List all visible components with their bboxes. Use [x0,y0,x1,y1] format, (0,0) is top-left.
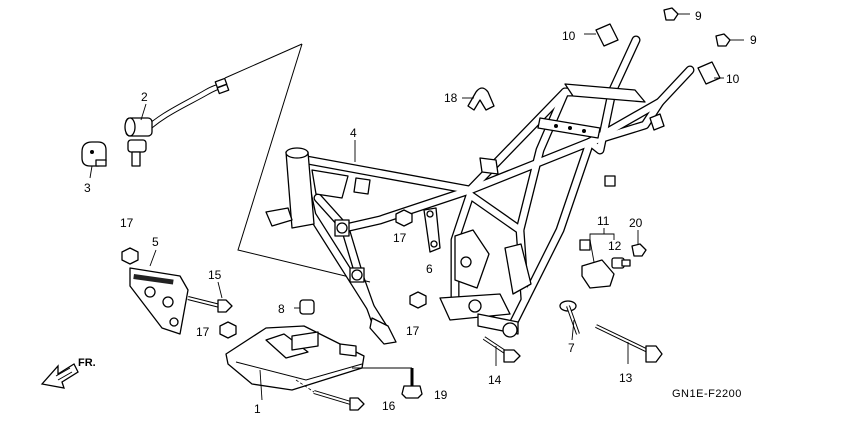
callout-1: 1 [254,402,261,416]
bolt-19-part [352,367,423,399]
engine-hanger-plate-part [129,249,189,335]
side-bracket-parts [581,228,647,289]
front-direction-label: FR. [78,357,96,369]
callout-8: 8 [278,302,285,316]
callout-17-lower: 17 [406,324,420,338]
callout-17-hanger: 17 [120,216,134,230]
callout-15: 15 [208,268,222,282]
callout-18: 18 [444,91,458,105]
callout-10-left: 10 [562,29,576,43]
callout-4: 4 [350,126,357,140]
callout-9-lower: 9 [750,33,757,47]
main-frame-part [265,35,695,345]
callout-5: 5 [152,235,159,249]
callout-10-right: 10 [726,72,740,86]
callout-labels: 1 2 3 4 5 6 7 8 9 9 10 10 11 12 13 14 15… [84,9,757,416]
rubber-mount-part [294,299,315,315]
diagram-code: GN1E-F2200 [672,388,742,400]
callout-17-skid: 17 [196,325,210,339]
callout-16: 16 [382,399,396,413]
bolt-16-part [295,379,365,411]
flange-nut-parts [121,209,427,339]
bolt-15-part [187,281,233,313]
bolt-14-part [482,336,521,366]
callout-20: 20 [629,216,643,230]
bolt-13-part [595,324,663,364]
callout-12: 12 [608,239,622,253]
callout-14: 14 [488,373,502,387]
rear-grip-parts [584,7,744,85]
callout-7: 7 [568,341,575,355]
callout-13: 13 [619,371,633,385]
callout-2: 2 [141,90,148,104]
callout-6: 6 [426,262,433,276]
callout-3: 3 [84,181,91,195]
callout-9-upper: 9 [695,9,702,23]
front-direction-arrow: FR. [40,357,96,389]
callout-17-frame: 17 [393,231,407,245]
bracket-6-part [423,207,441,253]
reference-lines [224,43,371,283]
skid-plate-part [225,325,365,401]
clamp-part [462,87,495,111]
key-part [81,141,107,179]
callout-19: 19 [434,388,448,402]
bolt-7-part [559,300,580,341]
ignition-switch-part [124,77,230,167]
callout-11: 11 [597,214,610,228]
